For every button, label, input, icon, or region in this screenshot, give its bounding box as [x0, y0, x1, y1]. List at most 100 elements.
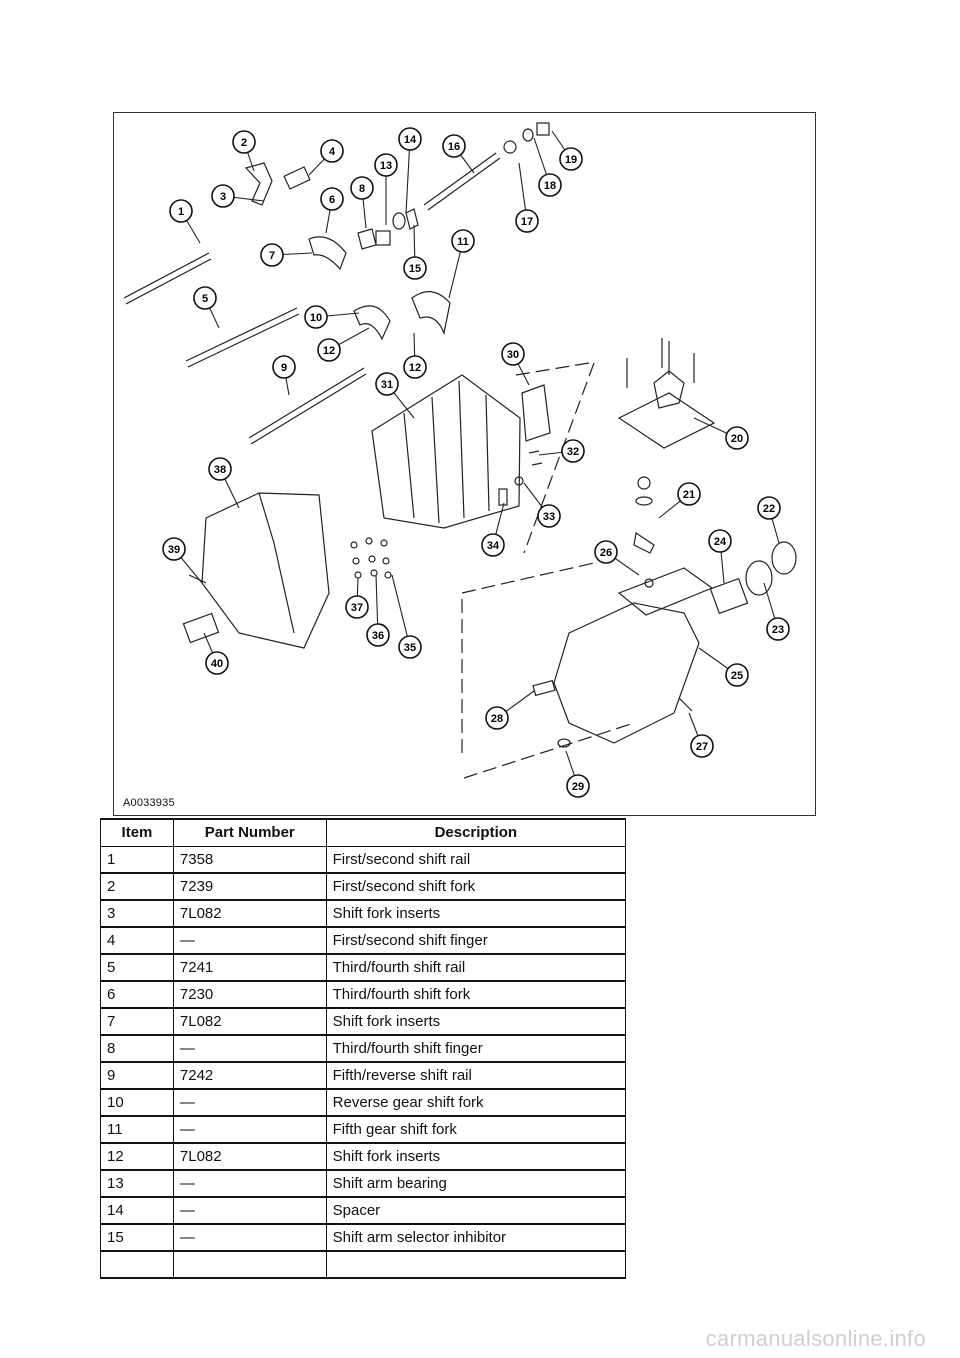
empty-cell	[172, 1250, 327, 1279]
main-case-31	[371, 374, 521, 529]
cell-part-number: —	[172, 1034, 327, 1063]
cell-part-number: —	[172, 1223, 327, 1252]
callout-circle	[320, 139, 344, 163]
callout-26: 26	[594, 540, 618, 564]
callout-12: 12	[317, 338, 341, 362]
callout-label: 39	[168, 544, 180, 556]
callout-33: 33	[537, 504, 561, 528]
callout-circle	[304, 305, 328, 329]
callout-1: 1	[169, 199, 193, 223]
bell-housing-38	[201, 492, 330, 649]
callout-label: 6	[329, 194, 335, 206]
selector-inhibitor-15	[405, 208, 419, 230]
callout-label: 12	[323, 345, 335, 357]
table-row: 14—Spacer	[100, 1196, 627, 1225]
callout-25: 25	[725, 663, 749, 687]
cell-item: 2	[100, 872, 174, 901]
cell-description: Spacer	[325, 1196, 627, 1225]
fork-11	[411, 291, 451, 336]
table-row: 10—Reverse gear shift fork	[100, 1088, 627, 1117]
callout-circle	[375, 372, 399, 396]
cell-description: First/second shift finger	[325, 926, 627, 955]
plug-26	[644, 578, 654, 588]
shift-fork-6	[308, 236, 347, 271]
callout-label: 26	[600, 547, 612, 559]
callout-circle	[501, 342, 525, 366]
callout-23: 23	[766, 617, 790, 641]
cell-description: Reverse gear shift fork	[325, 1088, 627, 1117]
shift-fork-2	[244, 162, 273, 206]
cell-item: 15	[100, 1223, 174, 1252]
callout-label: 5	[202, 293, 208, 305]
cell-part-number: 7L082	[172, 1142, 327, 1171]
header-description: Description	[325, 818, 627, 847]
cell-part-number: 7L082	[172, 1007, 327, 1036]
cell-part-number: 7230	[172, 980, 327, 1009]
callout-circle	[677, 482, 701, 506]
callout-label: 33	[543, 511, 555, 523]
callout-circle	[162, 537, 186, 561]
cell-description: Shift fork inserts	[325, 899, 627, 928]
callout-17: 17	[515, 209, 539, 233]
callout-35: 35	[398, 635, 422, 659]
callout-label: 17	[521, 216, 533, 228]
callout-circle	[211, 184, 235, 208]
empty-cell	[325, 1250, 627, 1279]
callout-11: 11	[451, 229, 475, 253]
part-17-18-19	[503, 122, 550, 154]
callout-circle	[208, 457, 232, 481]
callout-label: 23	[772, 624, 784, 636]
header-item: Item	[100, 818, 174, 847]
empty-cell	[100, 1250, 174, 1279]
cell-description: Shift arm selector inhibitor	[325, 1223, 627, 1252]
bushing-24	[709, 577, 749, 615]
callout-34: 34	[481, 533, 505, 557]
callout-32: 32	[561, 439, 585, 463]
table-row: 4—First/second shift finger	[100, 926, 627, 955]
callout-13: 13	[374, 153, 398, 177]
cell-part-number: 7239	[172, 872, 327, 901]
callout-36: 36	[366, 623, 390, 647]
callout-28: 28	[485, 706, 509, 730]
callout-label: 4	[329, 146, 336, 158]
washer-29	[557, 738, 571, 748]
callout-label: 24	[714, 536, 727, 548]
callout-label: 31	[381, 379, 393, 391]
cell-part-number: —	[172, 926, 327, 955]
callout-2: 2	[232, 130, 256, 154]
watermark: carmanualsonline.info	[705, 1326, 926, 1351]
callout-circle	[272, 355, 296, 379]
cell-description: Third/fourth shift fork	[325, 980, 627, 1009]
cell-part-number: 7242	[172, 1061, 327, 1090]
callout-circle	[537, 504, 561, 528]
callout-circle	[205, 651, 229, 675]
callout-label: 14	[404, 134, 417, 146]
figure-id: A0033935	[123, 797, 175, 809]
callout-10: 10	[304, 305, 328, 329]
callout-label: 34	[487, 540, 500, 552]
cell-item: 8	[100, 1034, 174, 1063]
callout-label: 13	[380, 160, 392, 172]
cell-part-number: —	[172, 1088, 327, 1117]
callout-circle	[725, 663, 749, 687]
callout-3: 3	[211, 184, 235, 208]
part-21	[633, 476, 655, 554]
callout-circle	[169, 199, 193, 223]
callout-circle	[485, 706, 509, 730]
callout-circle	[566, 774, 590, 798]
callout-label: 38	[214, 464, 226, 476]
callout-circle	[538, 173, 562, 197]
callout-label: 27	[696, 741, 708, 753]
callout-label: 35	[404, 642, 416, 654]
cell-description: First/second shift rail	[325, 845, 627, 874]
table-row: 13—Shift arm bearing	[100, 1169, 627, 1198]
cell-part-number: —	[172, 1196, 327, 1225]
callout-label: 8	[359, 183, 365, 195]
callout-label: 21	[683, 489, 695, 501]
callout-label: 29	[572, 781, 584, 793]
callout-label: 30	[507, 349, 519, 361]
